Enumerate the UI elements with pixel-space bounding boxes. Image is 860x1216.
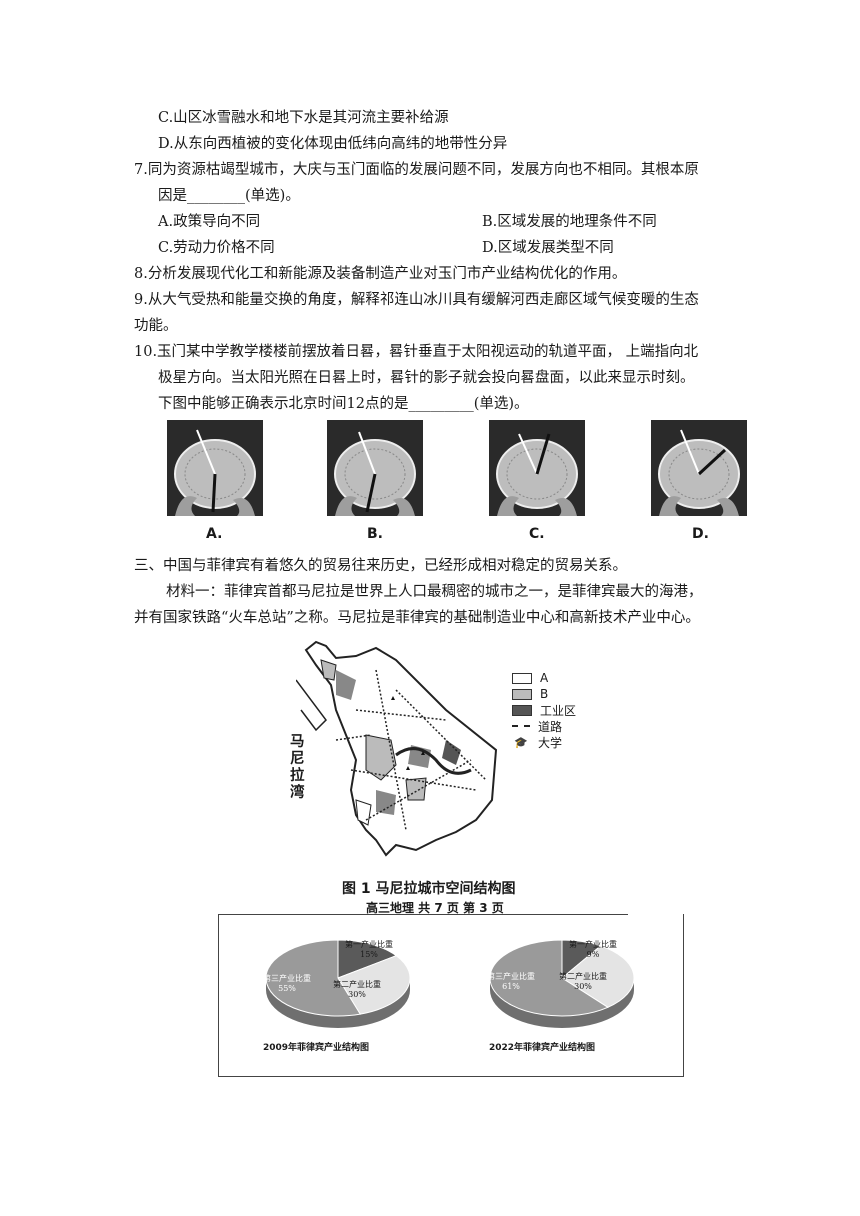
pie2022-primary-value: 9%	[586, 950, 600, 959]
pie-slice-3	[489, 939, 609, 1017]
sundial-label-d: D.	[692, 526, 709, 542]
pie2022-primary-name: 第一产业比重	[569, 940, 617, 949]
pie2009-tertiary-value: 55%	[278, 984, 296, 993]
legend-b: B	[540, 687, 549, 701]
bay-char-2: 尼	[290, 751, 305, 767]
legend-university: 大学	[538, 735, 563, 750]
q9-stem-line2: 功能。	[134, 318, 178, 334]
pie2009-primary-name: 第一产业比重	[345, 940, 393, 949]
sundial-label-b: B.	[367, 526, 383, 542]
pie-slice-1	[337, 939, 398, 979]
pie-chart-2022	[489, 939, 635, 1028]
legend-swatch-industrial	[512, 704, 532, 716]
q7-option-b: B.区域发展的地理条件不同	[482, 214, 657, 230]
legend-industrial: 工业区	[540, 703, 577, 718]
material1-line2: 并有国家铁路“火车总站”之称。马尼拉是菲律宾的基础制造业中心和高新技术产业中心。	[134, 610, 700, 626]
pie-slice-2	[337, 955, 411, 1015]
manila-map	[296, 640, 498, 857]
q6-option-c: C.山区冰雪融水和地下水是其河流主要补给源	[158, 110, 449, 126]
pie-chart-2009	[265, 939, 411, 1028]
sundial-image-b	[327, 420, 423, 516]
q7-stem-line2: 因是________(单选)。	[158, 188, 300, 204]
bay-char-1: 马	[290, 734, 305, 750]
pie2022-tertiary-name: 第三产业比重	[487, 972, 535, 981]
page-footer: 高三地理 共 7 页 第 3 页	[366, 901, 504, 915]
bay-char-3: 拉	[290, 768, 305, 784]
q7-option-d: D.区域发展类型不同	[482, 240, 614, 256]
q7-option-c: C.劳动力价格不同	[158, 240, 275, 256]
pie-slice-3	[265, 939, 362, 1017]
q7-option-a: A.政策导向不同	[158, 214, 261, 230]
pie2009-secondary-value: 30%	[348, 990, 366, 999]
material1-line1: 材料一：菲律宾首都马尼拉是世界上人口最稠密的城市之一，是菲律宾最大的海港，	[166, 584, 703, 600]
legend-a: A	[540, 671, 549, 685]
q10-stem-line1: 10.玉门某中学教学楼楼前摆放着日晷，晷针垂直于太阳视运动的轨道平面， 上端指向…	[134, 344, 699, 360]
pie-side-wall	[266, 978, 410, 1028]
sundial-image-d	[651, 420, 747, 516]
q8-stem: 8.分析发展现代化工和新能源及装备制造产业对玉门市产业结构优化的作用。	[134, 266, 627, 282]
map-legend: A B 工业区 道路 🎓 大学	[512, 670, 576, 750]
pie-side-wall	[490, 978, 634, 1028]
q10-stem-line2: 极星方向。当太阳光照在日晷上时，晷针的影子就会投向晷盘面，以此来显示时刻。	[158, 370, 695, 386]
pie2009-primary-value: 15%	[360, 950, 378, 959]
section3-heading: 三、中国与菲律宾有着悠久的贸易往来历史，已经形成相对稳定的贸易关系。	[134, 558, 627, 574]
pie2009-title: 2009年菲律宾产业结构图	[263, 1043, 370, 1053]
legend-swatch-a	[512, 672, 532, 684]
university-icon: 🎓	[514, 735, 528, 749]
footer-rule	[218, 914, 628, 915]
pie2022-secondary-value: 30%	[574, 982, 592, 991]
manila-bay-label: 马 尼 拉 湾	[290, 734, 308, 802]
q7-stem-line1: 7.同为资源枯竭型城市，大庆与玉门面临的发展问题不同，发展方向也不相同。其根本原	[134, 162, 699, 178]
sundial-image-c	[489, 420, 585, 516]
pie2022-secondary-name: 第二产业比重	[559, 972, 607, 981]
road-icon	[512, 725, 530, 727]
legend-swatch-b	[512, 688, 532, 700]
q9-stem-line1: 9.从大气受热和能量交换的角度，解释祁连山冰川具有缓解河西走廊区域气候变暖的生态	[134, 292, 699, 308]
pie2009-secondary-name: 第二产业比重	[333, 980, 381, 989]
sundial-image-a	[167, 420, 263, 516]
pie-slice-2	[561, 945, 635, 1008]
q6-option-d: D.从东向西植被的变化体现由低纬向高纬的地带性分异	[158, 136, 508, 152]
pie2022-title: 2022年菲律宾产业结构图	[489, 1043, 596, 1053]
pie2009-tertiary-name: 第三产业比重	[263, 974, 311, 983]
sundial-label-c: C.	[529, 526, 545, 542]
q10-stem-line3: 下图中能够正确表示北京时间12点的是_________(单选)。	[158, 396, 529, 412]
pie2022-tertiary-value: 61%	[502, 982, 520, 991]
legend-road: 道路	[538, 719, 563, 734]
bay-char-4: 湾	[290, 785, 305, 801]
map-caption: 图 1 马尼拉城市空间结构图	[342, 881, 516, 897]
sundial-label-a: A.	[206, 526, 223, 542]
